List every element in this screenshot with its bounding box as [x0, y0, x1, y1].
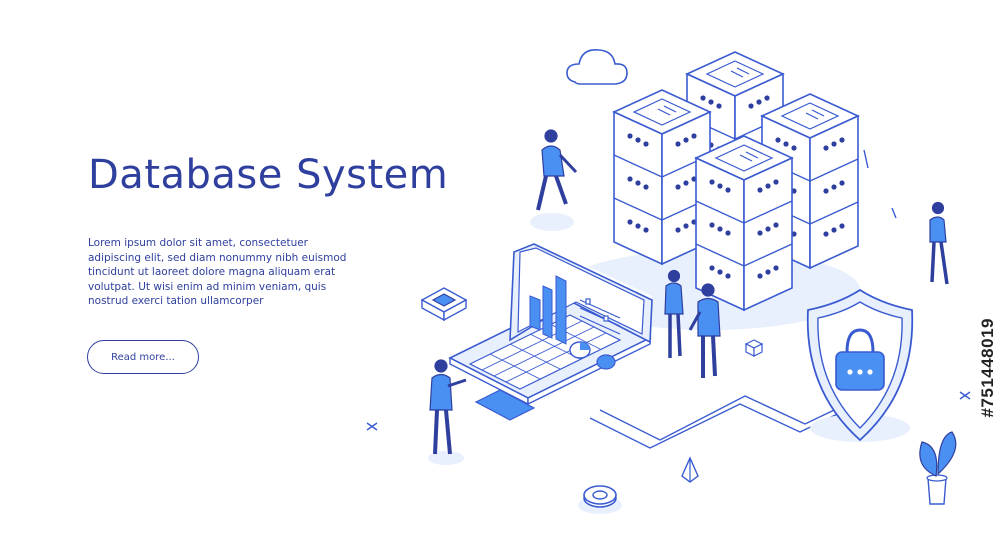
shield-lock-icon	[806, 288, 914, 442]
ring-icon	[583, 485, 617, 508]
cube-icon	[744, 339, 764, 357]
read-more-button[interactable]: Read more...	[87, 340, 199, 374]
hero-description: Lorem ipsum dolor sit amet, consectetuer…	[88, 237, 347, 308]
stock-id-watermark: #751448019	[978, 318, 997, 418]
person-icon	[688, 283, 721, 378]
person-icon	[664, 269, 684, 358]
page-title: Database System	[88, 152, 449, 198]
person-icon	[536, 129, 578, 211]
person-icon	[929, 201, 949, 285]
decoration-marks	[366, 149, 971, 431]
dashboard-chart-icon	[529, 275, 621, 370]
chip-icon	[420, 287, 468, 322]
pyramid-icon	[681, 456, 699, 483]
plant-icon	[919, 431, 957, 505]
cloud-icon	[566, 48, 628, 85]
person-icon	[429, 359, 467, 455]
